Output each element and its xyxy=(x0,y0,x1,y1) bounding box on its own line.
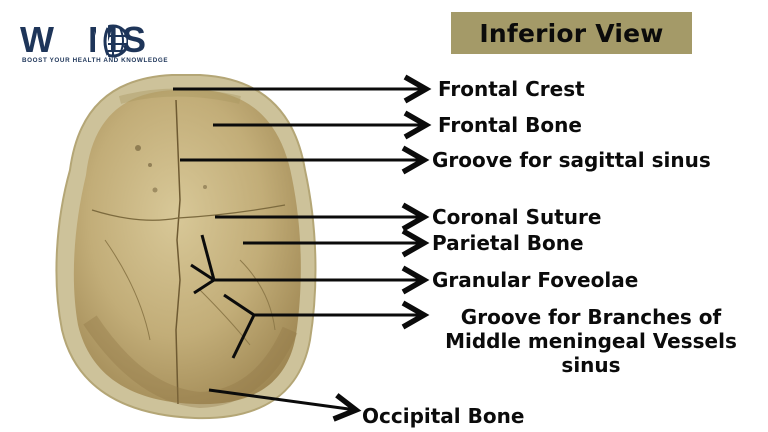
label-frontal-crest: Frontal Crest xyxy=(438,77,585,101)
branch-foveolae-3 xyxy=(193,278,215,295)
label-groove-sagittal-sinus: Groove for sagittal sinus xyxy=(432,148,711,172)
label-coronal-suture: Coronal Suture xyxy=(432,205,602,229)
branch-foveolae-1 xyxy=(200,234,216,281)
arrow-occipital-bone xyxy=(208,388,362,422)
view-title-banner: Inferior View xyxy=(451,12,692,54)
view-title: Inferior View xyxy=(479,18,664,48)
label-occipital-bone: Occipital Bone xyxy=(362,404,525,428)
label-groove-middle-meningeal: Groove for Branches of Middle meningeal … xyxy=(445,305,737,377)
label-parietal-bone: Parietal Bone xyxy=(432,231,584,255)
label-granular-foveolae: Granular Foveolae xyxy=(432,268,639,292)
globe-icon xyxy=(96,24,128,58)
branch-foveolae-2 xyxy=(190,263,215,282)
label-frontal-bone: Frontal Bone xyxy=(438,113,582,137)
branch-meningeal-1 xyxy=(223,293,255,317)
branch-meningeal-2 xyxy=(231,314,256,359)
logo-tagline: BOOST YOUR HEALTH AND KNOWLEDGE xyxy=(22,57,169,64)
